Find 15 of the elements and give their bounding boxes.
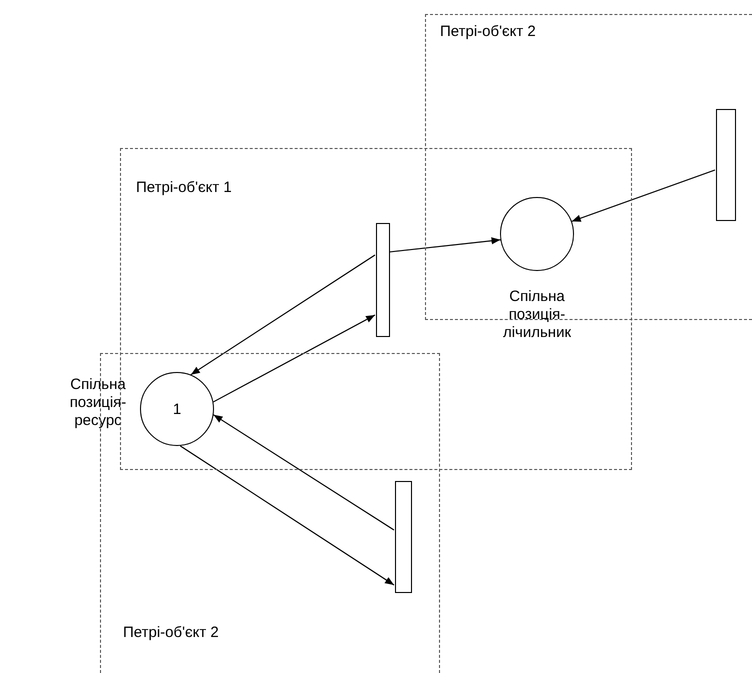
transition-bar bbox=[376, 223, 390, 337]
token-count: 1 bbox=[172, 400, 182, 418]
transition-bar bbox=[716, 109, 736, 221]
arrow bbox=[572, 169, 716, 222]
region-title: Петрі-об'єкт 2 bbox=[123, 624, 219, 642]
arrow bbox=[213, 414, 394, 530]
region-title: Петрі-об'єкт 1 bbox=[136, 179, 232, 197]
transition-bar bbox=[395, 481, 412, 593]
arrow bbox=[190, 254, 376, 376]
arrow bbox=[388, 237, 501, 253]
arrow bbox=[180, 445, 394, 586]
arrow bbox=[213, 314, 376, 402]
place-label: Спільна позиція-лічильник bbox=[502, 288, 572, 342]
region-title: Петрі-об'єкт 2 bbox=[440, 23, 536, 41]
place-label: Спільна позиція-ресурс bbox=[68, 376, 128, 430]
